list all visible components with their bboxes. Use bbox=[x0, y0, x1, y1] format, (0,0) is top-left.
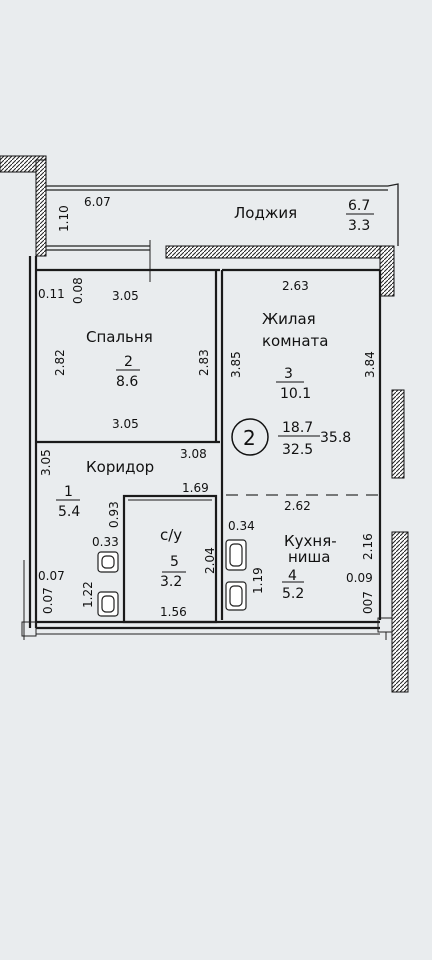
total-area: 35.8 bbox=[320, 430, 351, 446]
exterior-walls bbox=[0, 155, 409, 693]
left-window bbox=[21, 560, 37, 640]
dim-007b: 0.07 bbox=[41, 587, 55, 614]
room-fraction-lines bbox=[56, 213, 374, 583]
bath-fixtures bbox=[97, 551, 119, 617]
corridor-area: 5.4 bbox=[58, 504, 80, 520]
dim-119: 1.19 bbox=[251, 567, 265, 594]
dim-122: 1.22 bbox=[81, 581, 95, 608]
kitchen-name-2: ниша bbox=[288, 548, 330, 566]
living-name-2: комната bbox=[262, 332, 328, 350]
bathroom-area: 3.2 bbox=[160, 574, 182, 590]
kitchen-area: 5.2 bbox=[282, 586, 304, 602]
kitchen-top-dim: 2.62 bbox=[284, 499, 311, 513]
loggia-name: Лоджия bbox=[234, 204, 297, 222]
dim-009: 0.09 bbox=[346, 571, 373, 585]
bedroom-area: 8.6 bbox=[116, 374, 138, 390]
living-top-dim: 2.63 bbox=[282, 279, 309, 293]
bath-height-dim: 2.04 bbox=[203, 547, 217, 574]
loggia-depth: 1.10 bbox=[57, 205, 71, 232]
bedroom-number: 2 bbox=[124, 354, 133, 370]
loggia-outline bbox=[46, 183, 399, 282]
living-area-total: 18.7 bbox=[282, 420, 313, 436]
corridor-number: 1 bbox=[64, 484, 73, 500]
corridor-left-dim: 3.05 bbox=[39, 449, 53, 476]
dim-007a: 0.07 bbox=[38, 569, 65, 583]
loggia-area2: 3.3 bbox=[348, 218, 370, 234]
bedroom-inner-dim: 2.83 bbox=[197, 349, 211, 376]
dim-093: 0.93 bbox=[107, 501, 121, 528]
living-name-1: Жилая bbox=[262, 310, 316, 328]
kitchen-right-dim: 2.16 bbox=[361, 533, 375, 560]
dim-011: 0.11 bbox=[38, 287, 65, 301]
area-alt: 32.5 bbox=[282, 442, 313, 458]
corridor-name: Коридор bbox=[86, 458, 154, 476]
apartment-circle bbox=[231, 418, 269, 456]
kitchen-number: 4 bbox=[288, 568, 297, 584]
bedroom-top-dim: 3.05 bbox=[112, 289, 139, 303]
bedroom-name: Спальня bbox=[86, 328, 153, 346]
living-number: 3 bbox=[284, 366, 293, 382]
dim-007c: 007 bbox=[361, 591, 375, 614]
dim-008: 0.08 bbox=[71, 277, 85, 304]
living-left-dim: 3.85 bbox=[229, 351, 243, 378]
loggia-area: 6.7 bbox=[348, 198, 370, 214]
bathroom-name: с/у bbox=[160, 526, 182, 544]
kitchen-fixtures bbox=[225, 539, 247, 611]
bedroom-bottom-dim: 3.05 bbox=[112, 417, 139, 431]
bath-bottom-dim: 1.56 bbox=[160, 605, 187, 619]
loggia-length: 6.07 bbox=[84, 195, 111, 209]
corridor-top-dim: 3.08 bbox=[180, 447, 207, 461]
apartment-number: 2 bbox=[243, 426, 256, 450]
interior-walls bbox=[28, 256, 382, 630]
dim-033: 0.33 bbox=[92, 535, 119, 549]
right-window bbox=[377, 617, 393, 640]
dim-034: 0.34 bbox=[228, 519, 255, 533]
bathroom-number: 5 bbox=[170, 554, 179, 570]
bedroom-height-dim: 2.82 bbox=[53, 349, 67, 376]
corridor-mid-dim: 1.69 bbox=[182, 481, 209, 495]
living-right-dim: 3.84 bbox=[363, 351, 377, 378]
kitchen-name-1: Кухня- bbox=[284, 532, 337, 550]
living-area: 10.1 bbox=[280, 386, 311, 402]
